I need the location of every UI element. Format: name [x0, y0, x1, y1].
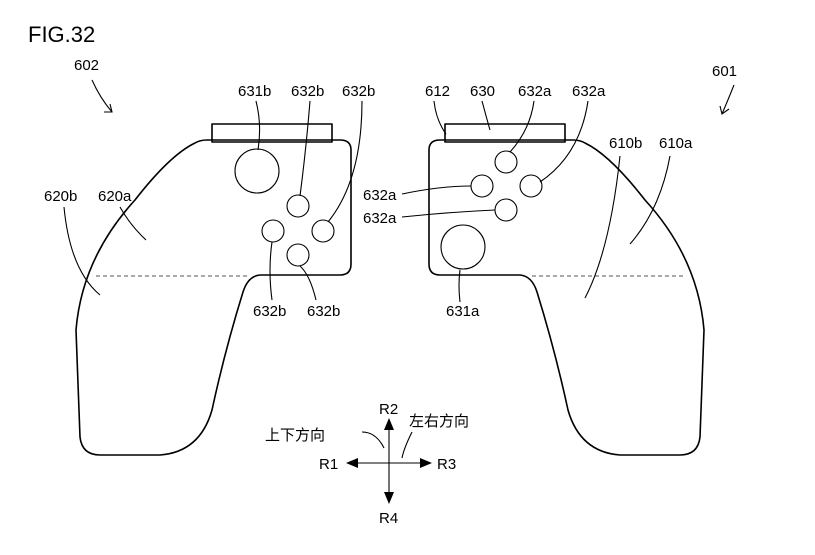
- right-button-top: [494, 150, 518, 174]
- label-630: 630: [470, 83, 495, 100]
- label-601: 601: [712, 63, 737, 80]
- left-rail-tab: [211, 123, 333, 143]
- label-r2: R2: [379, 401, 398, 418]
- leader-612: [433, 100, 447, 135]
- leader-631b: [255, 100, 261, 151]
- leader-horizontal-direction: [401, 431, 413, 459]
- label-620a: 620a: [98, 188, 132, 205]
- label-632a-top-2: 632a: [572, 83, 606, 100]
- label-632b-bottom-left: 632b: [253, 303, 286, 320]
- arrow-left-icon: [346, 458, 358, 468]
- label-r1: R1: [319, 456, 338, 473]
- leader-601: [721, 84, 735, 115]
- label-632a-top-1: 632a: [518, 83, 552, 100]
- right-controller: [428, 123, 705, 456]
- leader-632b-right: [327, 100, 363, 223]
- left-controller-body: [75, 139, 352, 456]
- arrowhead-602: [104, 103, 113, 113]
- leader-632a-left: [401, 185, 472, 195]
- left-analog-stick: [234, 148, 280, 194]
- arrowhead-601: [719, 105, 730, 115]
- right-controller-body: [428, 139, 705, 456]
- leader-631a: [458, 269, 461, 303]
- leader-632b-bottom-right: [299, 265, 317, 301]
- leader-632a-bottom: [401, 209, 496, 218]
- label-612: 612: [425, 83, 450, 100]
- arrow-up-icon: [384, 418, 394, 430]
- leader-632a-top-2: [539, 100, 589, 183]
- label-vertical-direction: 上下方向: [265, 426, 325, 444]
- leader-620b: [63, 206, 101, 296]
- leader-610b: [584, 155, 621, 299]
- right-analog-stick: [440, 224, 486, 270]
- left-button-bottom: [286, 243, 310, 267]
- figure-title: FIG.32: [28, 22, 95, 47]
- label-632a-bottom: 632a: [363, 210, 397, 227]
- leader-630: [481, 100, 491, 131]
- label-620b: 620b: [44, 188, 77, 205]
- leader-632b-top: [299, 100, 311, 197]
- label-632b-bottom-right: 632b: [307, 303, 340, 320]
- right-button-left: [470, 174, 494, 198]
- arrow-down-icon: [384, 492, 394, 504]
- left-button-left: [261, 219, 285, 243]
- right-button-bottom: [494, 198, 518, 222]
- right-button-right: [519, 174, 543, 198]
- leader-610a: [629, 155, 671, 245]
- label-631a: 631a: [446, 303, 480, 320]
- arrow-right-icon: [420, 458, 432, 468]
- left-controller: [75, 123, 352, 456]
- label-horizontal-direction: 左右方向: [409, 412, 469, 430]
- label-r4: R4: [379, 510, 398, 527]
- leader-vertical-direction: [361, 431, 385, 449]
- label-610a: 610a: [659, 135, 693, 152]
- leader-632b-bottom-left: [269, 241, 273, 301]
- direction-diagram: R2 R4 R1 R3 上下方向 左右方向: [265, 401, 469, 527]
- label-632b-right: 632b: [342, 83, 375, 100]
- label-631b: 631b: [238, 83, 271, 100]
- leader-602: [91, 79, 113, 113]
- leader-632a-top-1: [509, 100, 535, 153]
- label-632b-top: 632b: [291, 83, 324, 100]
- left-button-top: [286, 194, 310, 218]
- leader-620a: [119, 206, 147, 241]
- label-r3: R3: [437, 456, 456, 473]
- label-632a-left: 632a: [363, 187, 397, 204]
- label-610b: 610b: [609, 135, 642, 152]
- label-602: 602: [74, 57, 99, 74]
- left-button-right: [311, 219, 335, 243]
